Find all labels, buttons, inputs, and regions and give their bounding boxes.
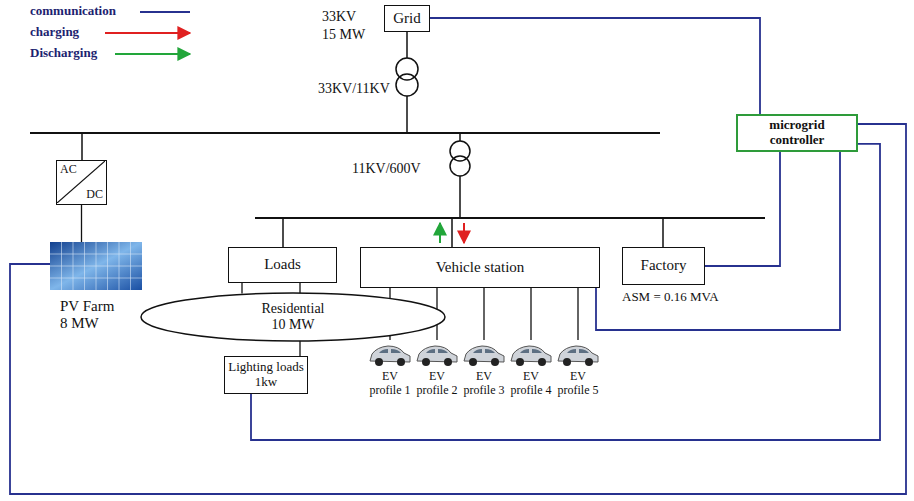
load-ellipse: Residential 10 MW — [140, 292, 446, 342]
charge-arrow — [463, 223, 465, 243]
node-label: Factory — [641, 257, 687, 274]
discharge-arrow — [439, 223, 441, 243]
legend-line-sample — [140, 11, 190, 13]
node-label: DC — [86, 188, 103, 202]
rating-label: 11KV/600V — [352, 160, 421, 178]
car-icon — [461, 340, 507, 368]
node-label: AC — [60, 163, 77, 177]
node-label: EV profile 4 — [508, 370, 554, 398]
rating-label: 33KV 15 MW — [322, 8, 370, 44]
ev-node: EV profile 2 — [414, 340, 460, 398]
pv-panel-icon — [50, 242, 142, 290]
station-box: Vehicle station — [360, 247, 600, 288]
legend-text: Discharging — [30, 45, 97, 61]
ev-node: EV profile 4 — [508, 340, 554, 398]
node-label: EV profile 1 — [367, 370, 413, 398]
node-label: PV Farm 8 MW — [60, 298, 118, 333]
legend-text: communication — [30, 3, 116, 19]
grid-box: Grid — [384, 5, 430, 32]
node-label: EV profile 2 — [414, 370, 460, 398]
power-line — [530, 288, 531, 340]
communication-line — [10, 124, 906, 494]
communication-line — [251, 144, 880, 440]
converter-box: AC DC — [56, 160, 107, 205]
ev-node: EV profile 5 — [555, 340, 601, 398]
car-icon — [414, 340, 460, 368]
node-label: Residential 10 MW — [255, 301, 331, 333]
factory-box: Factory — [622, 247, 705, 285]
node-label: Loads — [264, 256, 301, 273]
power-wiring — [30, 32, 765, 247]
communication-line — [596, 152, 840, 330]
ev-node: EV profile 3 — [461, 340, 507, 398]
power-line — [241, 283, 242, 293]
car-icon — [555, 340, 601, 368]
car-icon — [508, 340, 554, 368]
legend-text: charging — [30, 24, 79, 40]
node-label: Vehicle station — [436, 259, 525, 276]
car-icon — [367, 340, 413, 368]
node-label: Lighting loads 1kw — [228, 360, 304, 390]
pv-farm: PV Farm 8 MW — [50, 242, 142, 333]
power-line — [81, 205, 82, 242]
power-line — [577, 288, 578, 340]
load-box: Lighting loads 1kw — [224, 356, 308, 394]
rating-label: 33KV/11KV — [318, 80, 390, 98]
load-box: Loads — [228, 247, 337, 283]
ev-node: EV profile 1 — [367, 340, 413, 398]
power-line — [483, 288, 484, 340]
legend-arrow-sample — [115, 53, 190, 55]
node-label: EV profile 5 — [555, 370, 601, 398]
communication-line — [430, 18, 760, 114]
rating-label: ASM = 0.16 MVA — [622, 289, 719, 306]
communication-line — [705, 152, 780, 266]
legend-arrow-sample — [105, 32, 190, 34]
controller-box: microgrid controller — [736, 114, 858, 152]
node-label: Grid — [393, 10, 421, 27]
node-label: microgrid controller — [741, 118, 853, 148]
node-label: EV profile 3 — [461, 370, 507, 398]
